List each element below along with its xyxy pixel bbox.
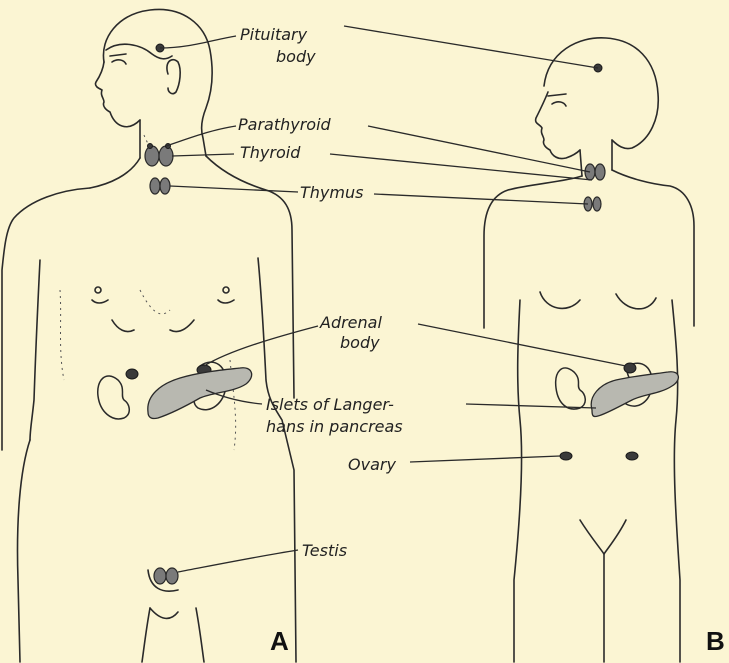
male-ear xyxy=(167,60,180,94)
male-thyroid-left xyxy=(145,146,159,166)
label-testis: Testis xyxy=(302,541,347,560)
leader-thyroid-male xyxy=(172,154,234,156)
figure-label-b: B xyxy=(706,626,725,656)
leader-thymus-male xyxy=(170,186,298,192)
label-pituitary-1: Pituitary xyxy=(240,25,308,44)
female-ovary-left xyxy=(560,452,572,460)
leader-lines xyxy=(160,26,626,572)
male-testis-right xyxy=(166,568,178,584)
leader-pituitary-female xyxy=(344,26,598,68)
figure-label-a: A xyxy=(270,626,289,656)
male-testis-left xyxy=(154,568,166,584)
female-pancreas xyxy=(591,372,678,417)
male-thyroid-right xyxy=(159,146,173,166)
male-face-profile xyxy=(95,62,140,127)
leader-thyroid-female xyxy=(330,154,592,180)
label-thymus: Thymus xyxy=(300,183,363,202)
male-torso-outline xyxy=(2,188,90,450)
leader-parathyroid-female xyxy=(368,126,590,172)
leader-adrenal-male xyxy=(204,326,318,366)
female-thyroid-right xyxy=(595,164,605,180)
male-eye xyxy=(112,60,126,64)
female-thymus-right xyxy=(593,197,601,211)
label-parathyroid: Parathyroid xyxy=(238,115,332,134)
female-adrenal xyxy=(624,363,636,373)
male-shoulder-left xyxy=(90,158,140,188)
leader-pituitary-male xyxy=(160,36,236,48)
label-adrenal-1: Adrenal xyxy=(319,313,382,332)
female-torso-outline xyxy=(484,176,582,328)
leader-thymus-female xyxy=(374,194,588,204)
male-figure xyxy=(2,9,296,662)
male-adrenal-left xyxy=(126,369,138,379)
male-kidney-left xyxy=(98,376,130,419)
leader-ovary xyxy=(410,456,560,462)
label-islets-1: Islets of Langer- xyxy=(266,395,394,414)
labels: Pituitary body Parathyroid Thyroid Thymu… xyxy=(238,25,725,656)
label-adrenal-2: body xyxy=(340,333,380,352)
male-thymus-left xyxy=(150,178,160,194)
label-thyroid: Thyroid xyxy=(240,143,301,162)
male-parathyroid-1 xyxy=(148,144,153,149)
female-ovary-right xyxy=(626,452,638,460)
female-figure xyxy=(484,38,694,662)
leader-adrenal-female xyxy=(418,324,626,366)
male-brow xyxy=(110,54,126,56)
label-ovary: Ovary xyxy=(348,455,396,474)
female-hair-outline xyxy=(544,38,658,149)
label-pituitary-2: body xyxy=(276,47,316,66)
male-thymus-right xyxy=(160,178,170,194)
male-head-outline xyxy=(103,9,212,156)
male-pancreas xyxy=(148,368,252,419)
female-kidney-left xyxy=(556,368,586,409)
label-islets-2: hans in pancreas xyxy=(266,417,403,436)
male-shoulder-right xyxy=(206,156,294,398)
leader-testis xyxy=(178,550,298,572)
